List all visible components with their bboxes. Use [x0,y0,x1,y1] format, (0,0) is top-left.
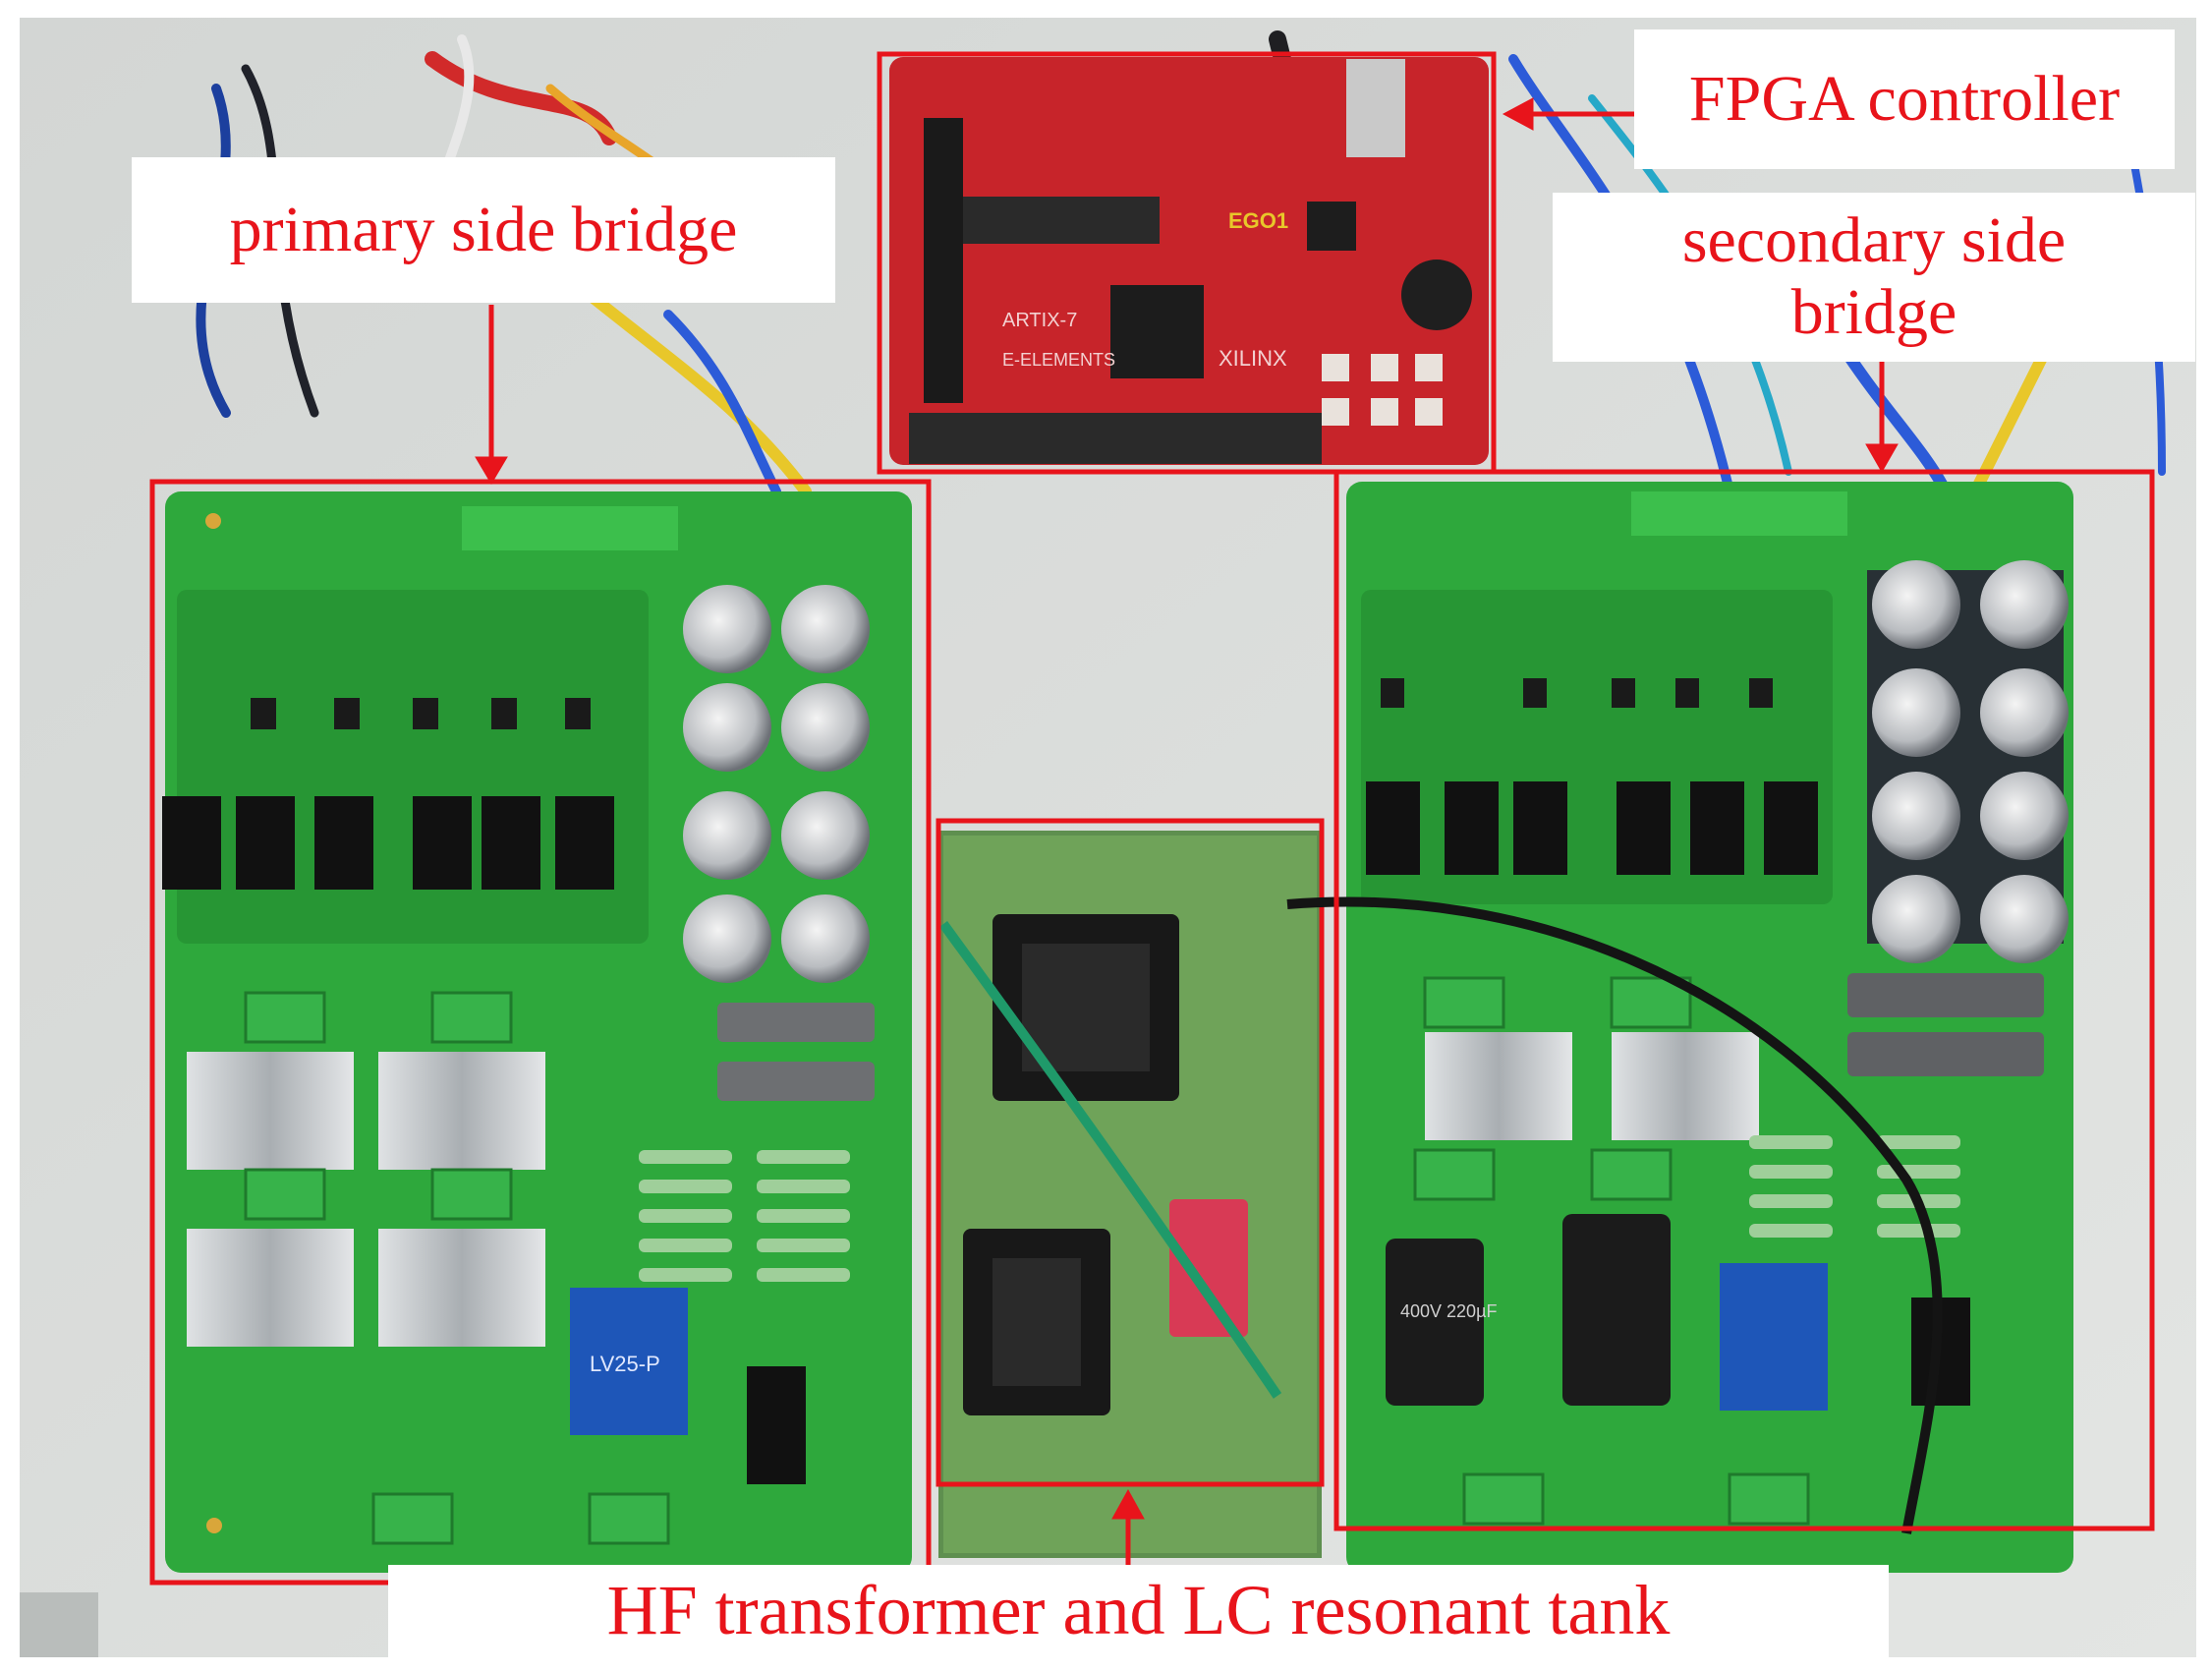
primary-board: LV25-P [162,491,912,1573]
cap-label: 400V 220µF [1400,1301,1497,1321]
hf-highlight-box [936,818,1325,1487]
fpga-brand-xilinx: XILINX [1219,346,1287,371]
secondary-board: 400V 220µF [1286,482,2073,1573]
hf-transformer-label: HF transformer and LC resonant tank [388,1565,1889,1657]
heatsinks-primary [187,991,545,1347]
fpga-brand-eelements: E-ELEMENTS [1002,350,1115,370]
fpga-highlight-box [877,51,1497,475]
secondary-side-bridge-label: secondary side bridge [1553,193,2195,362]
heatsinks-secondary [1413,976,1759,1201]
hf-transformer-board [938,831,1322,1558]
arrows [475,97,1899,1565]
fpga-controller-label: FPGA controller [1634,29,2175,169]
secondary-highlight-box [1333,469,2155,1531]
primary-side-bridge-label: primary side bridge [132,157,835,303]
fpga-brand-artix: ARTIX-7 [1002,310,1077,331]
fpga-board: ARTIX-7 E-ELEMENTS EGO1 XILINX [889,57,1489,465]
fpga-brand-ego1: EGO1 [1228,208,1288,233]
sensor-left-label: LV25-P [590,1352,660,1376]
